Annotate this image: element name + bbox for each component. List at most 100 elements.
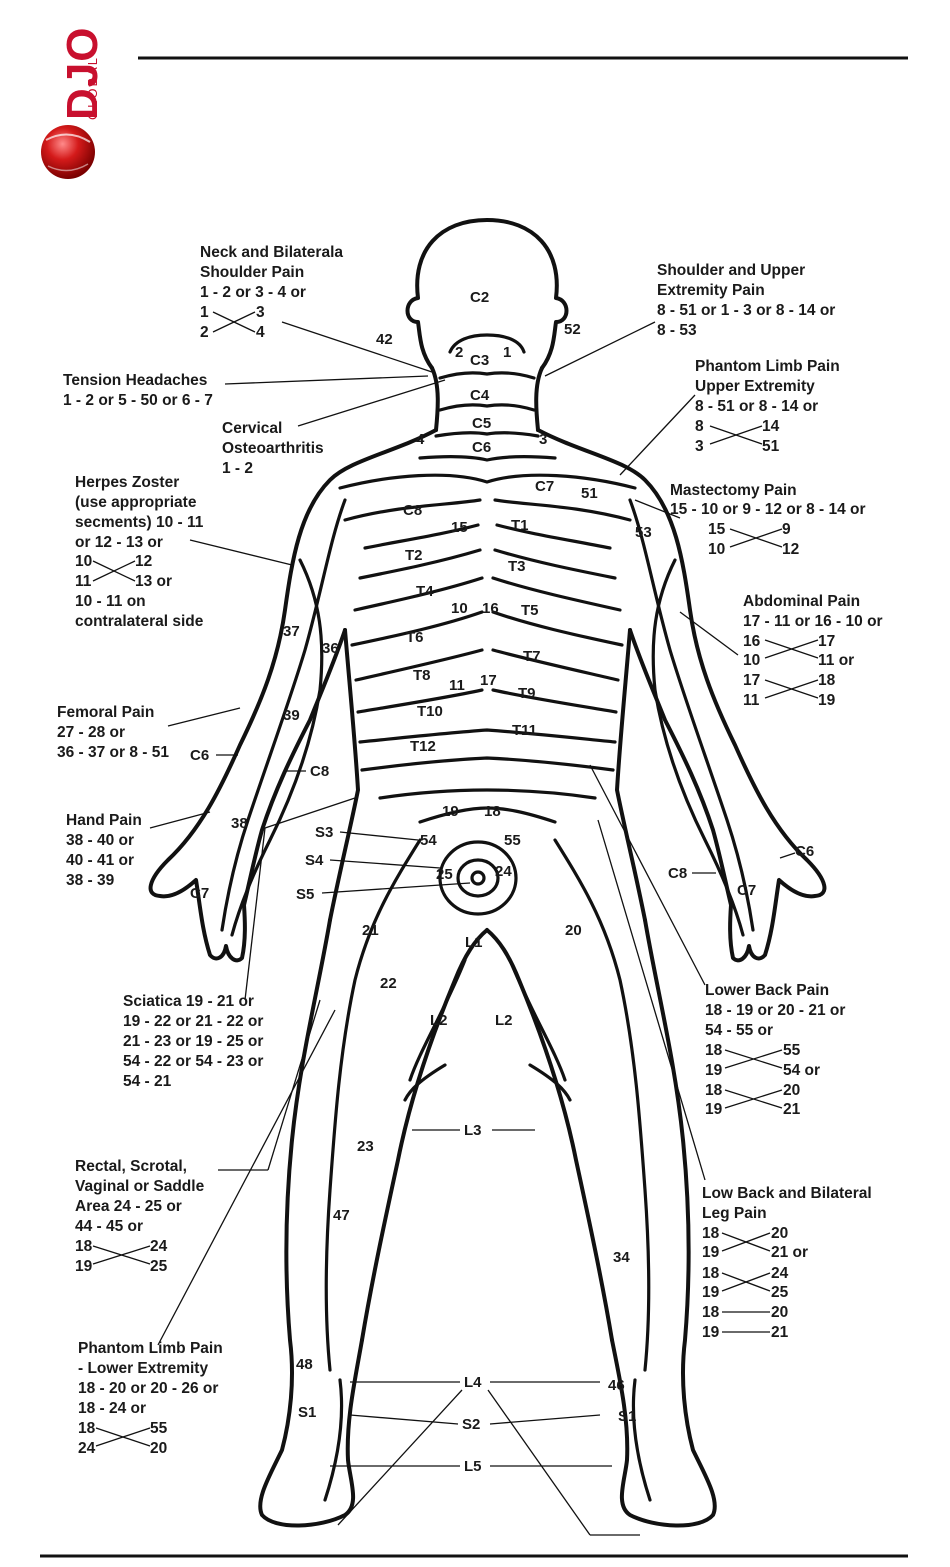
cross-right-bottom: 25 xyxy=(150,1258,168,1275)
cross-left-bottom: 19 xyxy=(75,1258,93,1275)
callout-cervical: Cervical Osteoarthritis 1 - 2 xyxy=(222,420,324,477)
callout-line: 27 - 28 or xyxy=(57,724,125,741)
cross-left-bottom: 11 xyxy=(75,573,92,590)
callout-line: 18 - 24 or xyxy=(78,1400,146,1417)
callout-line: Cervical xyxy=(222,420,282,437)
cross-right-bottom: 21 xyxy=(783,1101,801,1118)
cross-left-top: 18 xyxy=(705,1082,723,1099)
label-c7-chest: C7 xyxy=(535,478,554,495)
point-11: 11 xyxy=(449,677,465,694)
point-34: 34 xyxy=(613,1249,630,1266)
label-t4: T4 xyxy=(416,583,434,600)
callout-line: Area 24 - 25 or xyxy=(75,1198,182,1215)
cross-right-bottom: 51 xyxy=(762,438,780,455)
callout-line: 18 - 19 or 20 - 21 or xyxy=(705,1002,845,1019)
callout-line: secments) 10 - 11 xyxy=(75,514,204,531)
cross-left-top: 18 xyxy=(75,1238,93,1255)
leader-lines xyxy=(149,321,796,1536)
dermatome-labels: C2 C3 C4 C5 C6 C7 C8 C6 C8 C7 C8 C7 C6 T… xyxy=(190,289,814,1475)
cross-right-bottom: 54 or xyxy=(783,1062,820,1079)
callout-rectal: Rectal, Scrotal, Vaginal or Saddle Area … xyxy=(75,1158,205,1275)
point-2: 2 xyxy=(455,344,463,361)
label-t1: T1 xyxy=(511,517,529,534)
label-t11: T11 xyxy=(512,722,537,739)
label-c3: C3 xyxy=(470,352,489,369)
label-t10: T10 xyxy=(417,703,443,720)
cross-left-bottom: 19 xyxy=(702,1244,720,1261)
point-numbers: 1 2 3 4 42 52 51 53 15 10 16 11 17 37 36… xyxy=(231,321,652,1394)
callout-line: Rectal, Scrotal, xyxy=(75,1158,187,1175)
pair-left: 18 xyxy=(702,1304,720,1321)
cross-right-top: 17 xyxy=(818,633,835,650)
callout-hand-pain: Hand Pain 38 - 40 or 40 - 41 or 38 - 39 xyxy=(66,812,142,889)
label-c6-right-hand: C6 xyxy=(795,843,814,860)
dermatome-bands xyxy=(220,333,755,1502)
point-39: 39 xyxy=(283,707,300,724)
callout-line: Phantom Limb Pain xyxy=(78,1340,223,1357)
point-55: 55 xyxy=(504,832,521,849)
callout-tension-headaches: Tension Headaches 1 - 2 or 5 - 50 or 6 -… xyxy=(63,372,213,409)
point-3: 3 xyxy=(539,431,547,448)
callout-sciatica: Sciatica 19 - 21 or 19 - 22 or 21 - 22 o… xyxy=(123,993,263,1090)
callout-line: 21 - 23 or 19 - 25 or xyxy=(123,1033,263,1050)
cross-right-top: 14 xyxy=(762,418,780,435)
callout-line: 44 - 45 or xyxy=(75,1218,143,1235)
cross-right-top: 55 xyxy=(783,1042,801,1059)
point-21: 21 xyxy=(362,922,379,939)
cross-right-top: 24 xyxy=(150,1238,168,1255)
callout-line: 1 - 2 or 5 - 50 or 6 - 7 xyxy=(63,392,213,409)
callout-phantom-upper: Phantom Limb Pain Upper Extremity 8 - 51… xyxy=(695,358,840,455)
callout-line: 36 - 37 or 8 - 51 xyxy=(57,744,169,761)
label-s2: S2 xyxy=(462,1416,480,1433)
cross-left-top: 1 xyxy=(200,304,209,321)
cross-right-bottom: 12 xyxy=(782,541,799,558)
point-52: 52 xyxy=(564,321,581,338)
label-t12: T12 xyxy=(410,738,436,755)
callout-line: Low Back and Bilateral xyxy=(702,1185,872,1202)
point-1: 1 xyxy=(503,344,511,361)
cross-right-top: 12 xyxy=(135,553,152,570)
callout-neck-shoulder: Neck and Bilaterala Shoulder Pain 1 - 2 … xyxy=(200,244,343,341)
callout-line: Shoulder and Upper xyxy=(657,262,805,279)
cross-left-top: 8 xyxy=(695,418,704,435)
callout-line: 8 - 51 or 1 - 3 or 8 - 14 or xyxy=(657,302,835,319)
callout-herpes-zoster: Herpes Zoster (use appropriate secments)… xyxy=(75,474,204,630)
callout-line: Phantom Limb Pain xyxy=(695,358,840,375)
callout-line: 54 - 21 xyxy=(123,1073,172,1090)
label-t9: T9 xyxy=(518,685,536,702)
cross-right-bottom: 4 xyxy=(256,324,265,341)
cross-right-bottom: 19 xyxy=(818,692,836,709)
label-s1-right: S1 xyxy=(618,1408,636,1425)
callout-line: 8 - 53 xyxy=(657,322,697,339)
pair-left: 19 xyxy=(702,1324,720,1341)
callout-line: 10 - 11 on xyxy=(75,593,146,610)
point-24: 24 xyxy=(495,863,512,880)
callout-line: Abdominal Pain xyxy=(743,593,860,610)
point-25: 25 xyxy=(436,866,453,883)
cross-left-top: 15 xyxy=(708,521,726,538)
cross-right-bottom: 13 or xyxy=(135,573,172,590)
logo-sphere-icon xyxy=(41,125,95,179)
label-t3: T3 xyxy=(508,558,526,575)
cross-left-bottom: 10 xyxy=(708,541,725,558)
point-19: 19 xyxy=(442,803,459,820)
point-42: 42 xyxy=(376,331,393,348)
label-l2-right: L2 xyxy=(495,1012,513,1029)
callout-line: 1 - 2 or 3 - 4 or xyxy=(200,284,306,301)
point-54: 54 xyxy=(420,832,437,849)
cross-right-bottom: 21 or xyxy=(771,1244,808,1261)
callout-line: Leg Pain xyxy=(702,1205,767,1222)
cross-left-top: 18 xyxy=(705,1042,723,1059)
label-c7-right-hand: C7 xyxy=(737,882,756,899)
cross-left-bottom: 11 xyxy=(743,692,760,709)
cross-left-bottom: 19 xyxy=(702,1284,720,1301)
callout-line: 38 - 40 or xyxy=(66,832,134,849)
callout-line: Upper Extremity xyxy=(695,378,815,395)
label-c4: C4 xyxy=(470,387,490,404)
point-16: 16 xyxy=(482,600,499,617)
point-38: 38 xyxy=(231,815,248,832)
callout-line: Herpes Zoster xyxy=(75,474,179,491)
label-c8-chest: C8 xyxy=(403,502,422,519)
callout-line: 8 - 51 or 8 - 14 or xyxy=(695,398,818,415)
